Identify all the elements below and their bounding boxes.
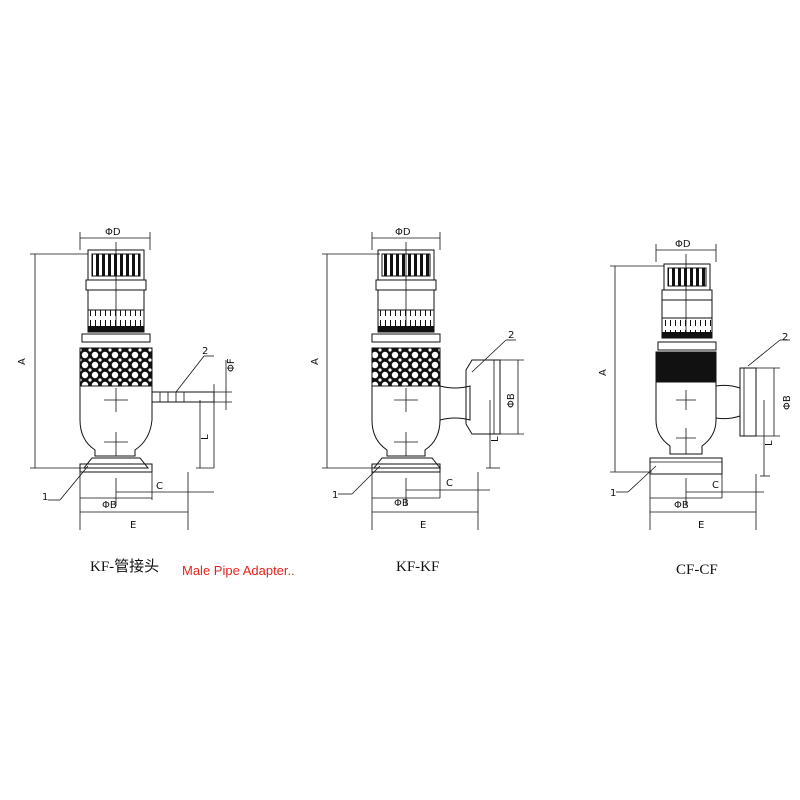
- dim-b-label: ΦB: [102, 500, 117, 511]
- callout-1: 1: [332, 490, 338, 501]
- dim-e-label: E: [698, 520, 704, 531]
- dim-a-label: A: [598, 369, 609, 376]
- dim-d-label: ΦD: [675, 239, 691, 250]
- dim-l-label: L: [490, 436, 501, 442]
- callout-2: 2: [782, 332, 788, 343]
- dim-b-side-label: ΦB: [506, 393, 517, 408]
- dim-c-label: C: [446, 478, 453, 489]
- caption-kf-pipe: KF-管接头: [90, 558, 159, 575]
- dim-b-label: ΦB: [674, 500, 689, 511]
- callout-2: 2: [508, 330, 514, 341]
- dim-d-label: ΦD: [395, 227, 411, 238]
- dim-b-side-label: ΦB: [782, 395, 793, 410]
- dim-a-label: A: [17, 358, 28, 365]
- valve-drawing-kf-pipe: ΦD A ΦF L: [17, 227, 295, 578]
- dim-e-label: E: [130, 520, 136, 531]
- valve-drawing-cf-cf: ΦD A ΦB L 2: [598, 239, 793, 578]
- valve-drawing-kf-kf: ΦD A ΦB L 2: [310, 227, 524, 575]
- dim-e-label: E: [420, 520, 426, 531]
- dim-c-label: C: [712, 480, 719, 491]
- dim-b-label: ΦB: [394, 498, 409, 509]
- dim-l-label: L: [764, 440, 775, 446]
- caption-male-pipe-adapter: Male Pipe Adapter..: [182, 563, 295, 578]
- dim-d-label: ΦD: [105, 227, 121, 238]
- dim-l-label: L: [200, 434, 211, 440]
- callout-1: 1: [610, 488, 616, 499]
- caption-cf-cf: CF-CF: [676, 562, 718, 578]
- callout-1: 1: [42, 492, 48, 503]
- callout-2: 2: [202, 346, 208, 357]
- caption-kf-kf: KF-KF: [396, 559, 439, 575]
- dim-c-label: C: [156, 481, 163, 492]
- dim-f-label: ΦF: [226, 358, 237, 372]
- dim-a-label: A: [310, 358, 321, 365]
